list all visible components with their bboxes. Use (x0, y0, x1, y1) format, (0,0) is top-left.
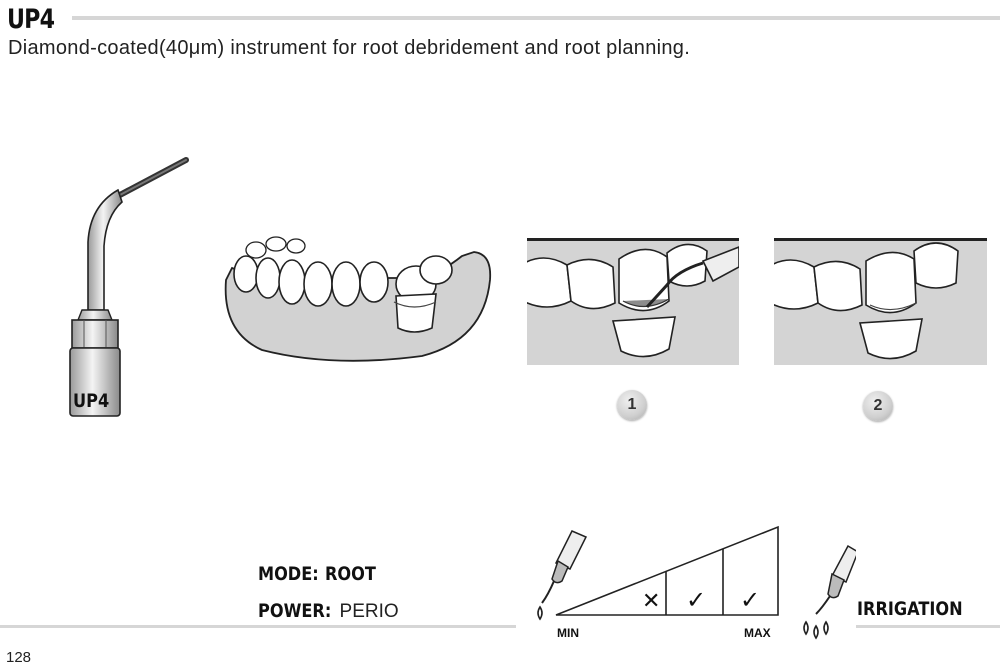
power-label: POWER: (258, 600, 332, 622)
mode-label: MODE: (258, 563, 319, 585)
power-scale: ✕ ✓ ✓ (537, 525, 779, 621)
lower-jaw-illustration (224, 236, 492, 362)
level-mid-mark: ✓ (686, 586, 706, 614)
footer-rule-right (856, 625, 1000, 628)
tip-model-label: UP4 (73, 390, 110, 412)
power-value: PERIO (339, 601, 399, 622)
scale-max-label: MAX (744, 626, 771, 640)
step-1-badge: 1 (617, 390, 647, 420)
step-2-badge: 2 (863, 391, 893, 421)
page-title: UP4 (7, 4, 55, 35)
water-drops-icon (803, 544, 856, 640)
irrigation-label: IRRIGATION (857, 598, 963, 620)
title-rule (72, 16, 1000, 20)
handpiece-min-icon (537, 530, 588, 621)
level-low-mark: ✕ (642, 589, 660, 614)
mode-value: ROOT (324, 563, 376, 585)
tooth-after-illustration (774, 242, 959, 360)
tooth-scaling-illustration (527, 243, 739, 358)
power-setting: POWER: PERIO (258, 600, 399, 623)
page-number: 128 (6, 649, 32, 666)
mode-setting: MODE: ROOT (258, 563, 376, 586)
page-subtitle: Diamond-coated(40μm) instrument for root… (8, 37, 691, 59)
ultrasonic-tip-icon (69, 157, 189, 417)
scale-min-label: MIN (557, 626, 579, 640)
step-2-illustration (774, 238, 987, 365)
step-1-illustration (527, 238, 739, 365)
footer-rule-left (0, 625, 516, 628)
level-high-mark: ✓ (740, 586, 760, 614)
